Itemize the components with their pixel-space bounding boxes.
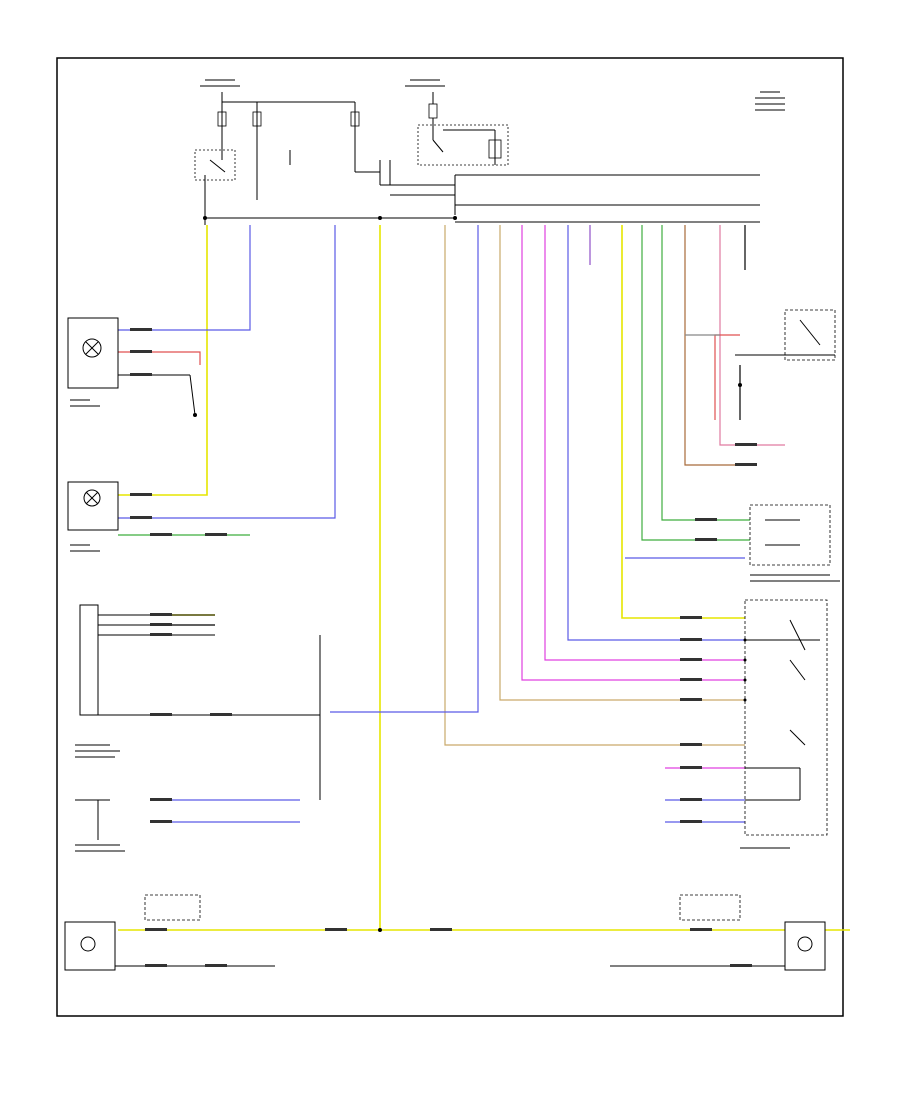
wire-blue <box>567 225 745 641</box>
wire-label-mark <box>150 633 172 636</box>
wire-label-mark <box>680 743 702 746</box>
fuse-icon <box>217 111 227 127</box>
wire-label-mark <box>205 533 227 536</box>
relay-icon <box>417 124 509 166</box>
wire-label-mark <box>680 658 702 661</box>
wire-brown <box>684 225 735 466</box>
wire-yellow <box>621 225 745 619</box>
relay-coil-icon <box>488 139 502 159</box>
left-fog-lamp <box>64 894 275 971</box>
fuse-relay-box <box>735 309 840 582</box>
wire-label-mark <box>130 493 152 496</box>
wire-magenta <box>521 225 745 681</box>
wire-yellow <box>118 225 208 496</box>
wire-green <box>641 225 750 541</box>
wire-label-mark <box>695 518 717 521</box>
wire-label-mark <box>130 373 152 376</box>
right-headlamp <box>67 481 119 552</box>
wire-group <box>118 225 850 931</box>
wire-label-mark <box>150 613 172 616</box>
diagram-border <box>56 57 844 1017</box>
fuse-icon <box>350 111 360 127</box>
wire-label-mark <box>680 616 702 619</box>
wire-label-mark <box>680 678 702 681</box>
wire-label-mark <box>150 533 172 536</box>
wire-label-mark <box>430 928 452 931</box>
label-marks <box>130 328 757 967</box>
wire-label-mark <box>680 638 702 641</box>
wire-label-mark <box>205 964 227 967</box>
wire-blue <box>118 225 251 331</box>
wire-label-mark <box>680 698 702 701</box>
wire-label-mark <box>730 964 752 967</box>
wire-label-mark <box>735 463 757 466</box>
wire-label-mark <box>690 928 712 931</box>
wire-magenta <box>544 225 745 661</box>
junction-dots <box>193 216 742 932</box>
wire-label-mark <box>130 516 152 519</box>
wire-label-mark <box>210 713 232 716</box>
wire-label-mark <box>680 766 702 769</box>
wire-red <box>714 334 740 420</box>
wire-label-mark <box>735 443 757 446</box>
fuse-icon <box>428 103 438 119</box>
relay-icon <box>194 149 236 181</box>
left-headlamp <box>67 317 196 416</box>
wire-label-mark <box>145 964 167 967</box>
wire-label-mark <box>130 328 152 331</box>
lamp-icon <box>83 489 101 507</box>
wire-red <box>118 351 201 365</box>
wire-label-mark <box>150 820 172 823</box>
wire-label-mark <box>680 820 702 823</box>
auto-lamp-sensor <box>75 604 321 852</box>
wire-blue <box>118 225 336 519</box>
wire-label-mark <box>130 350 152 353</box>
wire-label-mark <box>150 623 172 626</box>
wire-green <box>661 225 750 521</box>
wire-label-mark <box>325 928 347 931</box>
connector-bank <box>455 204 760 223</box>
right-fog-lamp <box>610 894 826 971</box>
wire-blue <box>330 225 479 713</box>
wire-tan <box>499 225 745 701</box>
wire-label-mark <box>145 928 167 931</box>
wire-pink <box>719 225 785 446</box>
headlamp-switch <box>740 599 828 849</box>
fuse-relay-area <box>194 79 785 225</box>
wire-label-mark <box>150 713 172 716</box>
wire-tan <box>444 225 745 746</box>
fuse-icon <box>252 111 262 127</box>
lamp-icon <box>82 338 102 358</box>
lamp-icon <box>797 936 813 952</box>
lamp-icon <box>80 936 96 952</box>
wire-label-mark <box>150 798 172 801</box>
wire-label-mark <box>695 538 717 541</box>
wire-label-mark <box>680 798 702 801</box>
